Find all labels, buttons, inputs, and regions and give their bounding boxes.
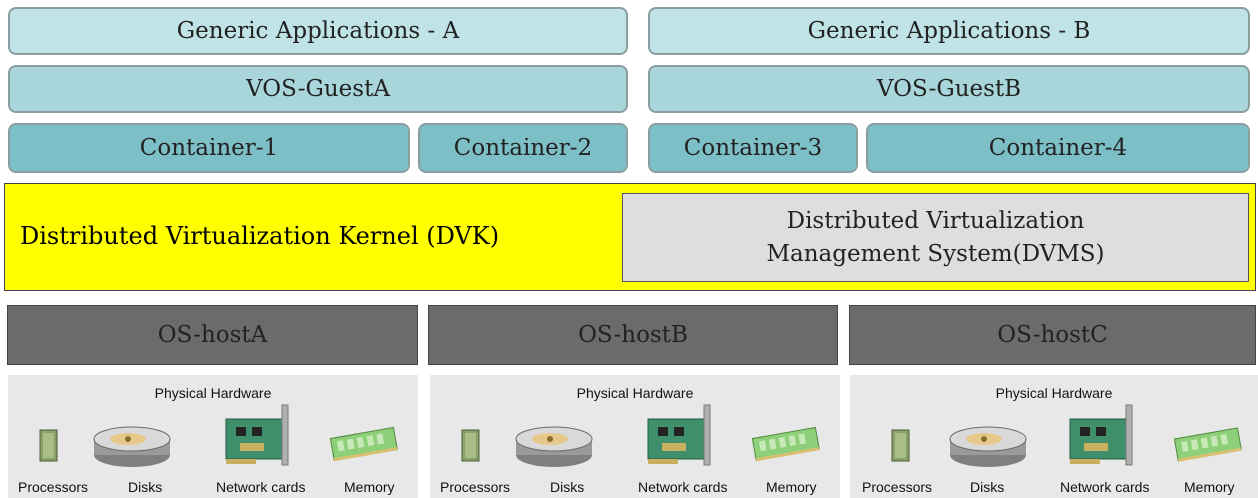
generic-applications-b-label: Generic Applications - B xyxy=(807,18,1091,44)
dvms-label-line2: Management System(DVMS) xyxy=(766,240,1105,267)
container-4-label: Container-4 xyxy=(988,135,1128,161)
network-cards-label: Network cards xyxy=(1060,479,1150,495)
hardware-icons xyxy=(891,404,1242,467)
memory-label: Memory xyxy=(344,479,395,495)
container-3-label: Container-3 xyxy=(683,135,823,161)
os-host-a-label: OS-hostA xyxy=(157,322,268,348)
container-2: Container-2 xyxy=(418,123,628,173)
network-cards-label: Network cards xyxy=(638,479,728,495)
hardware-panel-a: Physical Hardware Processors Disks Netwo… xyxy=(8,375,418,498)
os-host-b-label: OS-hostB xyxy=(578,322,688,348)
vos-guest-b-label: VOS-GuestB xyxy=(876,76,1022,102)
container-3: Container-3 xyxy=(648,123,858,173)
processor-icon xyxy=(39,429,58,462)
memory-icon xyxy=(751,426,820,462)
dvms-box: Distributed Virtualization Management Sy… xyxy=(622,193,1249,282)
hardware-icons xyxy=(39,404,398,467)
network-cards-label: Network cards xyxy=(216,479,306,495)
processors-label: Processors xyxy=(862,479,933,495)
disks-label: Disks xyxy=(128,479,163,495)
disks-label: Disks xyxy=(970,479,1005,495)
os-host-c: OS-hostC xyxy=(849,305,1256,365)
container-4: Container-4 xyxy=(866,123,1250,173)
disk-icon xyxy=(515,426,593,467)
memory-label: Memory xyxy=(766,479,817,495)
dvms-label-line1: Distributed Virtualization xyxy=(786,208,1085,235)
network-card-icon xyxy=(647,404,711,466)
vos-guest-a: VOS-GuestA xyxy=(8,65,628,113)
memory-label: Memory xyxy=(1184,479,1235,495)
hardware-title: Physical Hardware xyxy=(995,385,1113,401)
memory-icon xyxy=(329,426,398,462)
disk-icon xyxy=(93,426,171,467)
generic-applications-a: Generic Applications - A xyxy=(8,7,628,55)
vos-guest-b: VOS-GuestB xyxy=(648,65,1250,113)
container-2-label: Container-2 xyxy=(453,135,593,161)
processor-icon xyxy=(891,429,910,462)
hardware-title: Physical Hardware xyxy=(154,385,272,401)
generic-applications-b: Generic Applications - B xyxy=(648,7,1250,55)
container-1: Container-1 xyxy=(8,123,410,173)
network-card-icon xyxy=(225,404,289,466)
memory-icon xyxy=(1173,427,1242,462)
vos-guest-a-label: VOS-GuestA xyxy=(246,76,390,102)
processors-label: Processors xyxy=(440,479,511,495)
processor-icon xyxy=(461,429,480,462)
network-card-icon xyxy=(1069,404,1133,466)
processors-label: Processors xyxy=(18,479,89,495)
os-host-c-label: OS-hostC xyxy=(997,322,1108,348)
hardware-panel-c: Physical Hardware Processors Disks Netwo… xyxy=(850,375,1258,498)
disk-icon xyxy=(949,426,1027,467)
disks-label: Disks xyxy=(550,479,585,495)
os-host-a: OS-hostA xyxy=(7,305,418,365)
container-1-label: Container-1 xyxy=(139,135,279,161)
os-host-b: OS-hostB xyxy=(428,305,838,365)
hardware-panel-b: Physical Hardware Processors Disks Netwo… xyxy=(430,375,840,498)
generic-applications-a-label: Generic Applications - A xyxy=(176,18,460,44)
dvk-label: Distributed Virtualization Kernel (DVK) xyxy=(20,222,500,250)
hardware-icons xyxy=(461,404,820,467)
hardware-title: Physical Hardware xyxy=(576,385,694,401)
